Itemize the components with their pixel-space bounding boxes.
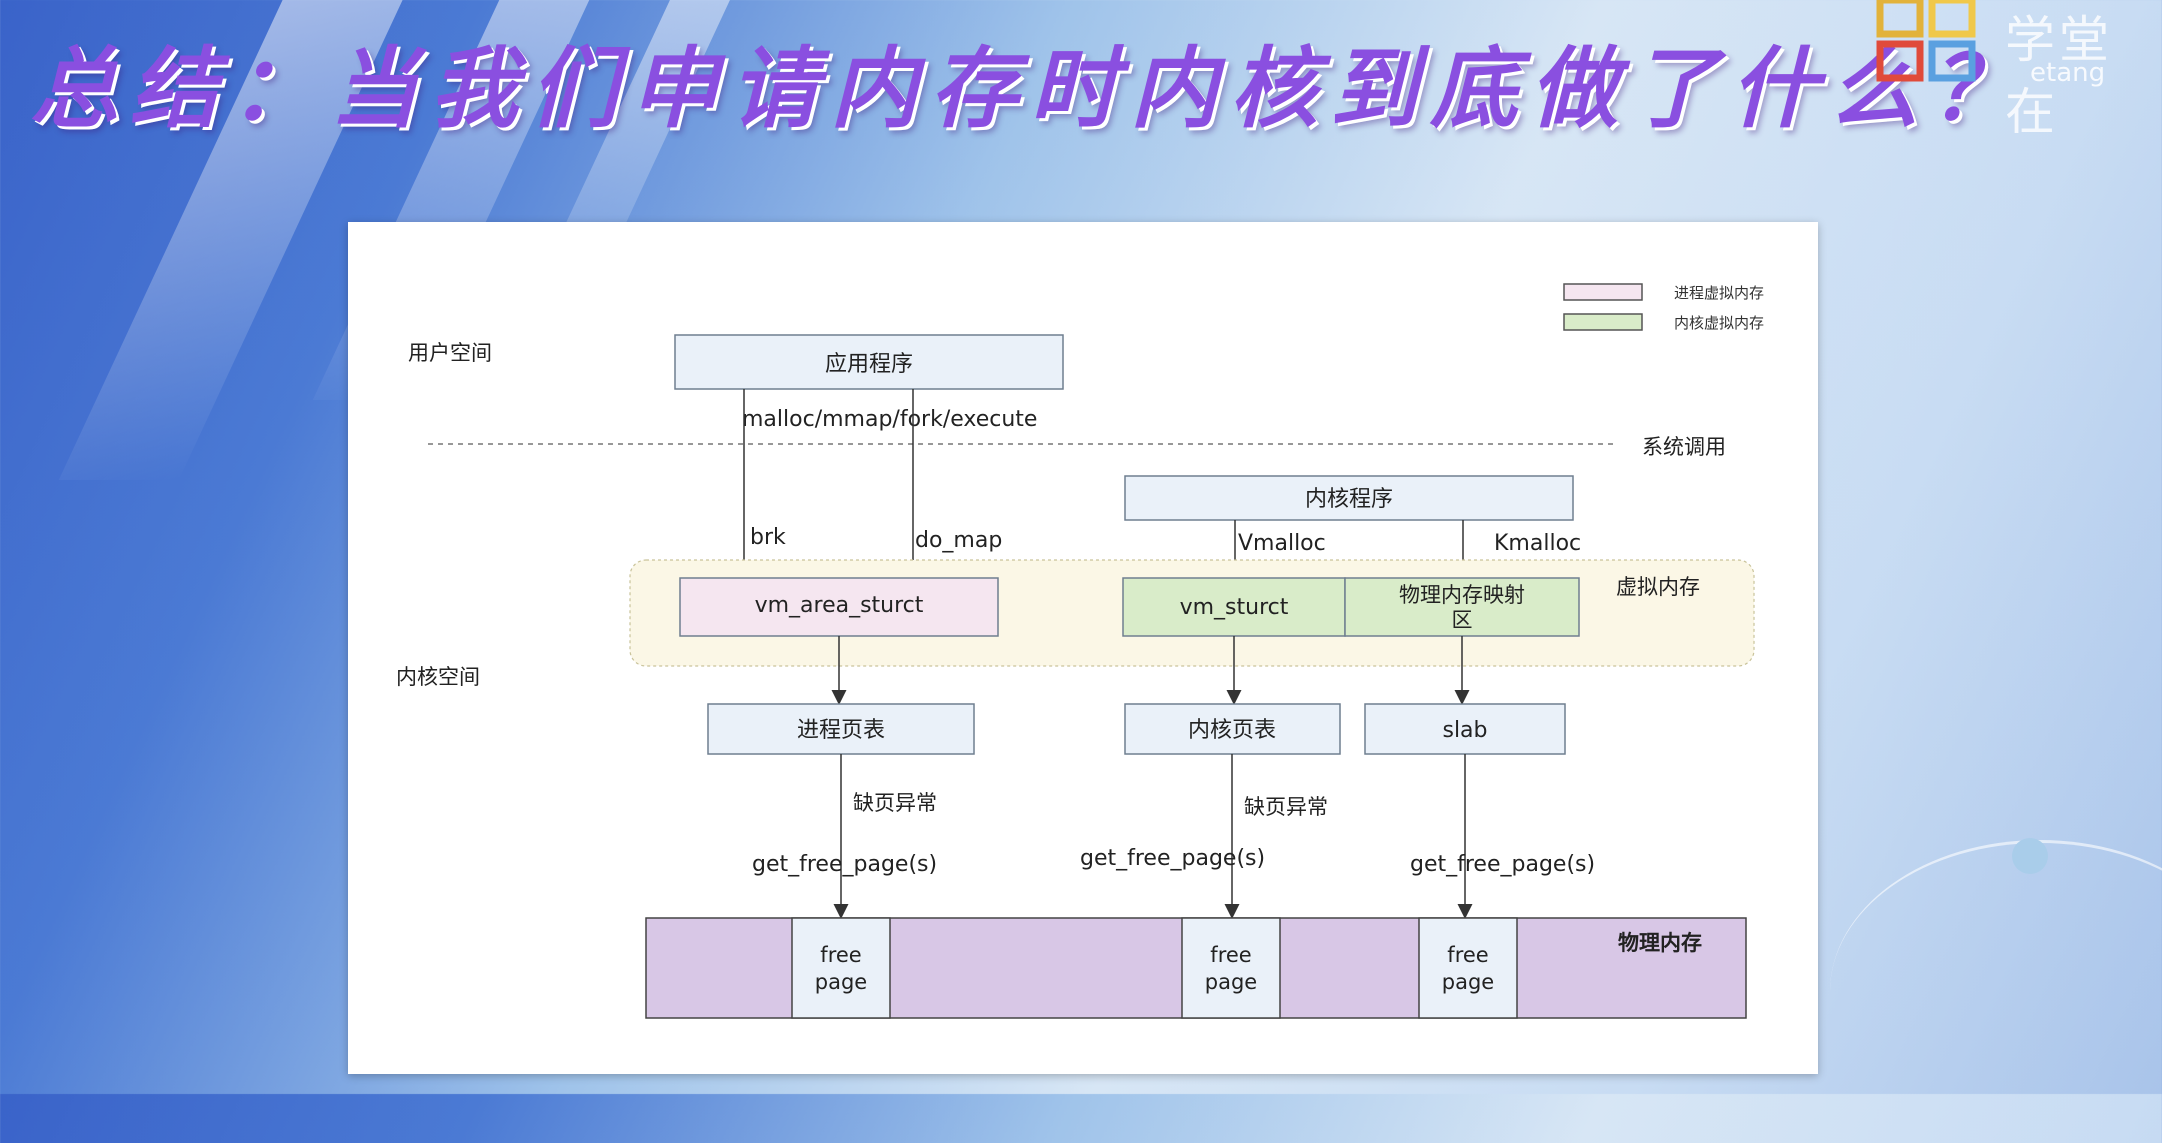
kernel-page-table-label: 内核页表 xyxy=(1188,718,1276,743)
kernel-space-label: 内核空间 xyxy=(396,665,480,689)
kmalloc-label: Kmalloc xyxy=(1494,531,1581,556)
free-page-3 xyxy=(1418,917,1518,1019)
legend-swatch-kernel-virtual xyxy=(1563,313,1643,331)
decorative-dot xyxy=(2012,838,2048,874)
get-free-page-label-3: get_free_page(s) xyxy=(1410,852,1595,877)
xuetangx-logo xyxy=(1876,0,1976,82)
kernel-program-label: 内核程序 xyxy=(1305,487,1393,512)
user-space-label: 用户空间 xyxy=(408,341,492,365)
vmalloc-label: Vmalloc xyxy=(1238,531,1326,556)
process-page-table-box xyxy=(707,703,975,755)
slab-label: slab xyxy=(1442,718,1487,743)
legend-swatch-process-virtual xyxy=(1563,283,1643,301)
diagram-panel: 进程虚拟内存 内核虚拟内存 用户空间 内核空间 系统调用 应用程序 malloc… xyxy=(348,222,1818,1074)
brk-label: brk xyxy=(750,525,786,550)
page-fault-label-1: 缺页异常 xyxy=(853,791,937,815)
logo-subtext: etang xyxy=(2030,58,2106,88)
slide-title: 总结：当我们申请内存时内核到底做了什么？ xyxy=(30,37,2031,140)
legend-label-process-virtual: 进程虚拟内存 xyxy=(1674,284,1764,302)
free-page-3-line1: free xyxy=(1447,943,1488,967)
malloc-edge-label: malloc/mmap/fork/execute xyxy=(742,407,1037,432)
memory-allocation-diagram: 进程虚拟内存 内核虚拟内存 用户空间 内核空间 系统调用 应用程序 malloc… xyxy=(396,283,1764,1019)
kernel-page-table-box xyxy=(1124,703,1341,755)
page-fault-label-2: 缺页异常 xyxy=(1244,795,1328,819)
free-page-3-line2: page xyxy=(1442,970,1494,994)
decorative-arc xyxy=(1830,840,2162,1143)
do-map-label: do_map xyxy=(915,528,1002,553)
get-free-page-label-2: get_free_page(s) xyxy=(1080,846,1265,871)
physical-map-label-line1: 物理内存映射 xyxy=(1399,583,1525,607)
virtual-memory-label: 虚拟内存 xyxy=(1616,575,1700,599)
physical-memory-label: 物理内存 xyxy=(1618,931,1702,955)
free-page-1 xyxy=(791,917,891,1019)
app-box-label: 应用程序 xyxy=(825,352,913,377)
vm-area-struct-label: vm_area_sturct xyxy=(755,593,924,618)
legend-label-kernel-virtual: 内核虚拟内存 xyxy=(1674,314,1764,332)
physical-map-box xyxy=(1344,577,1580,637)
syscall-label: 系统调用 xyxy=(1642,435,1726,459)
get-free-page-label-1: get_free_page(s) xyxy=(752,852,937,877)
free-page-2-line1: free xyxy=(1210,943,1251,967)
process-page-table-label: 进程页表 xyxy=(797,718,885,743)
logo-text: 学堂在 xyxy=(2005,11,2113,141)
app-box xyxy=(674,334,1064,390)
free-page-2-line2: page xyxy=(1205,970,1257,994)
free-page-1-line1: free xyxy=(820,943,861,967)
free-page-2 xyxy=(1181,917,1281,1019)
vm-area-struct-box xyxy=(679,577,999,637)
kernel-program-box xyxy=(1124,475,1574,521)
free-page-1-line2: page xyxy=(815,970,867,994)
physical-map-label-line2: 区 xyxy=(1452,608,1473,632)
vm-struct-label: vm_sturct xyxy=(1180,595,1289,620)
